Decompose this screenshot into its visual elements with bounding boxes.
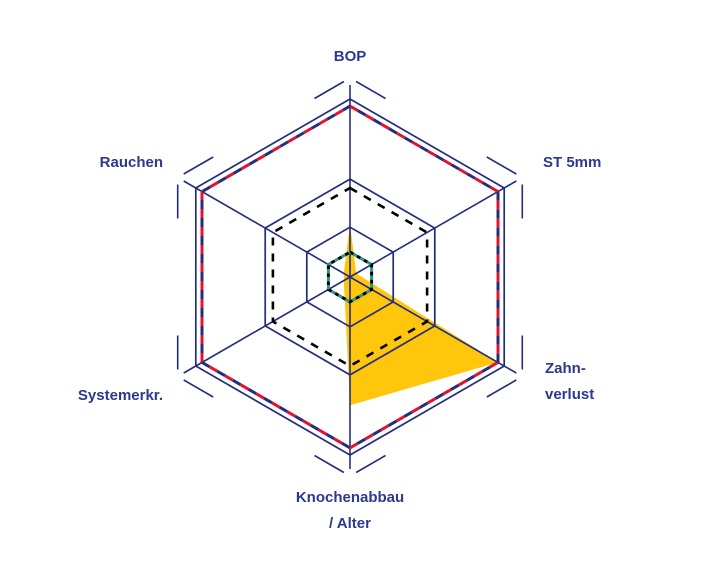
axis-label-knochenabbau-alter: Knochenabbau / Alter: [230, 485, 470, 537]
axis-spoke: [349, 180, 517, 278]
axis-label-line: Rauchen: [99, 154, 163, 171]
axis-end-bracket: [486, 379, 517, 398]
axis-end-bracket: [183, 379, 214, 398]
axis-label-line: verlust: [545, 386, 595, 403]
series-outer-reference: [200, 104, 500, 450]
axis-label-zahnverlust: Zahn- verlust: [545, 356, 675, 408]
axis-label-bop: BOP: [290, 44, 410, 70]
series-risk-profile-area: [343, 223, 498, 406]
axis-label-line: ST 5mm: [543, 154, 602, 171]
axis-label-st-5mm: ST 5mm: [543, 150, 673, 176]
axis-end-bracket: [314, 80, 345, 100]
axis-label-rauchen: Rauchen: [58, 150, 163, 176]
axis-label-line: / Alter: [329, 515, 371, 532]
axis-end-bracket: [314, 454, 345, 474]
axis-label-line: Knochenabbau: [295, 489, 405, 506]
axis-label-line: BOP: [333, 48, 367, 65]
series-center-marker: [326, 250, 374, 304]
axis-end-bracket: [486, 156, 517, 175]
axis-end-bracket: [355, 80, 386, 100]
axis-spoke: [183, 180, 351, 278]
series-center-marker-alt: [326, 250, 374, 304]
axis-spoke: [349, 276, 517, 374]
axis-end-bracket: [183, 156, 214, 175]
axis-label-line: Zahn-: [545, 360, 586, 377]
axis-end-bracket: [355, 454, 386, 474]
axis-spoke: [183, 276, 351, 374]
axis-label-line: Systemerkr.: [77, 387, 163, 404]
axis-label-systemerkr: Systemerkr.: [30, 383, 163, 409]
